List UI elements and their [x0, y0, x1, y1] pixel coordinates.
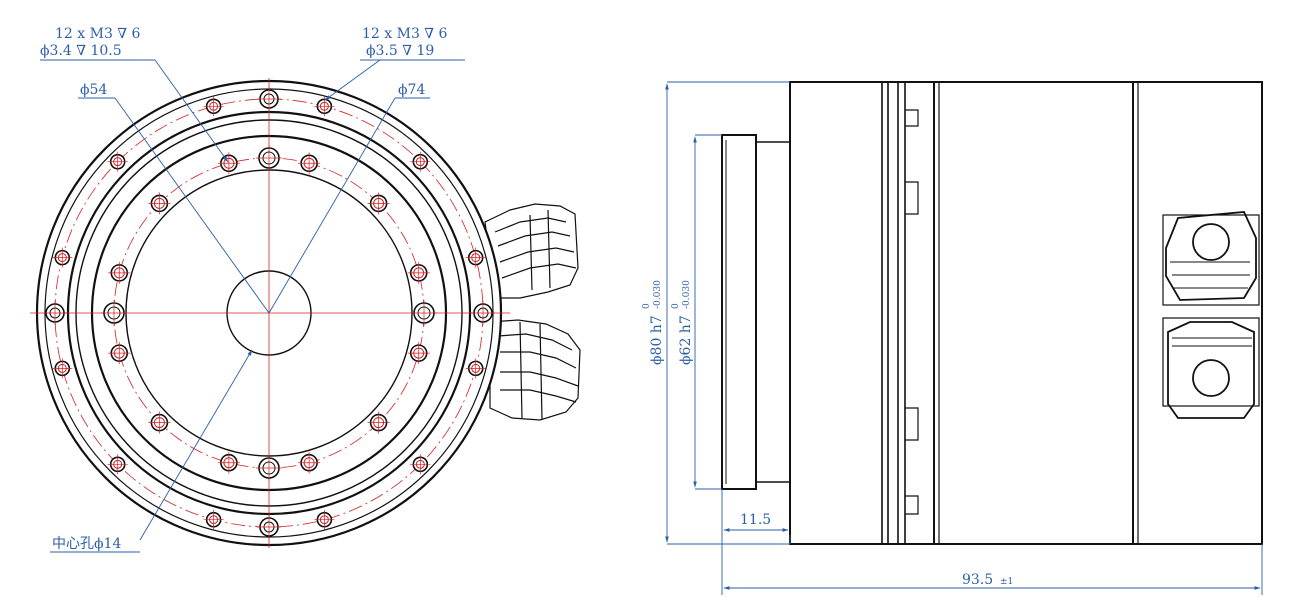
label-center-hole: 中心孔ϕ14: [52, 536, 121, 552]
side-view: ϕ80 h7 0 -0.030 ϕ62 h7 0 -0.030 11.5 93.…: [642, 81, 1263, 595]
boss-front-face: [721, 134, 757, 490]
label-length-11-5: 11.5: [740, 512, 771, 528]
retaining-tabs: [905, 109, 919, 515]
cable-gland-upper: [484, 203, 579, 299]
label-dia74: ϕ74: [398, 82, 425, 98]
leader-dia74: [268, 97, 396, 314]
label-dia80-tol-upper: 0: [642, 303, 652, 309]
leader-dia54: [114, 97, 270, 314]
callout-right-line2: ϕ3.5 ∇ 19: [366, 43, 434, 59]
label-dia80-tol-lower: -0.030: [653, 280, 663, 309]
leader-right-callout: [324, 59, 381, 101]
label-dia62-tol-lower: -0.030: [682, 280, 692, 309]
label-dia62-tol-upper: 0: [671, 303, 681, 309]
callout-left-line2: ϕ3.4 ∇ 10.5: [40, 43, 122, 59]
label-dia62: ϕ62 h7: [678, 315, 694, 365]
front-view: 12 x M3 ∇ 6 ϕ3.4 ∇ 10.5 12 x M3 ∇ 6 ϕ3.5…: [30, 26, 581, 553]
leader-center-hole: [139, 349, 253, 541]
label-length-tol: ±1: [1000, 577, 1013, 587]
side-gland-lower: [1162, 317, 1260, 419]
inner-hole-pattern: [101, 145, 437, 481]
label-length-93-5: 93.5: [962, 572, 993, 588]
boss-step: [756, 141, 791, 483]
label-dia80-group: ϕ80 h7 0 -0.030: [642, 280, 665, 365]
cable-gland-lower: [489, 319, 581, 421]
side-gland-upper: [1162, 211, 1260, 306]
callout-left-line1: 12 x M3 ∇ 6: [55, 26, 141, 42]
outer-hole-pattern: [43, 87, 495, 539]
callout-right-line1: 12 x M3 ∇ 6: [362, 26, 448, 42]
label-dia62-group: ϕ62 h7 0 -0.030: [671, 280, 694, 365]
label-dia80: ϕ80 h7: [649, 315, 665, 365]
leader-left-callout: [154, 59, 229, 163]
main-body: [789, 81, 1263, 545]
label-dia54: ϕ54: [80, 82, 107, 98]
